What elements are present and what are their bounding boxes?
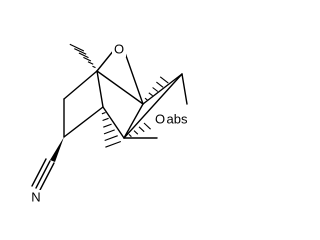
atom-nitrile-nitrogen: N <box>29 190 43 205</box>
molecule-diagram: O O abs N <box>29 41 188 205</box>
bond-c6-c7 <box>142 73 183 105</box>
bond-c1-c2 <box>63 70 98 100</box>
hashed-bond-c5-epoxide <box>128 122 151 138</box>
bond-c4-c1 <box>96 70 104 108</box>
svg-text:O: O <box>155 112 165 127</box>
bond-c7-o-epoxide <box>181 73 188 105</box>
abs-stereo-label: abs <box>166 111 188 127</box>
atom-epoxide-oxygen: O <box>153 111 167 127</box>
bond-c5-c7 <box>123 73 183 139</box>
svg-text:N: N <box>31 190 40 205</box>
bond-o-bridge-c6 <box>123 49 144 105</box>
hashed-bond-c6-epoxide <box>144 76 169 101</box>
bond-c5-c6 <box>123 103 144 139</box>
bond-c1-o-bridge <box>96 49 115 72</box>
triple-bond-cn <box>31 158 55 191</box>
svg-text:O: O <box>114 42 124 57</box>
bond-c1-c6 <box>96 70 144 105</box>
atom-bridge-oxygen: O <box>112 41 126 57</box>
svg-text:abs: abs <box>167 112 188 127</box>
bond-c4-c5 <box>102 106 125 139</box>
hashed-bond-c1-methyl <box>69 43 96 69</box>
hashed-bond-c4-methyl <box>101 111 121 148</box>
bond-c3-c4 <box>63 106 104 138</box>
wedge-bond-c3-cn <box>50 137 64 162</box>
